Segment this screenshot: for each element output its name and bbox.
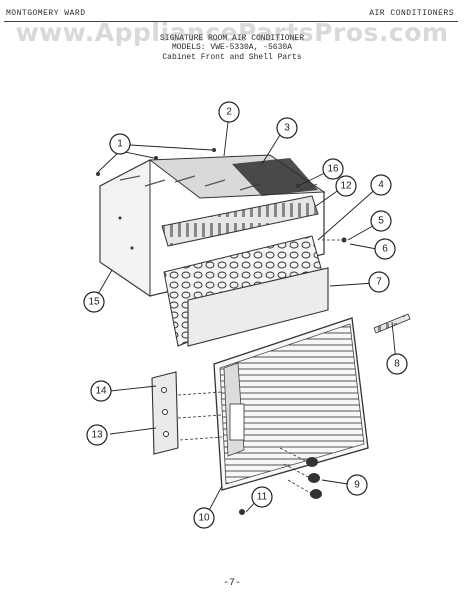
screws	[96, 148, 347, 515]
svg-text:14: 14	[95, 386, 107, 397]
svg-text:7: 7	[376, 277, 382, 288]
svg-text:10: 10	[198, 513, 210, 524]
svg-text:8: 8	[394, 359, 400, 370]
assembly-lines	[177, 183, 340, 495]
filter-board	[187, 267, 329, 347]
callout-13: 13	[86, 424, 108, 446]
svg-text:13: 13	[91, 430, 103, 441]
callout-14: 14	[90, 380, 112, 402]
callout-16: 16	[322, 158, 344, 180]
svg-text:5: 5	[378, 216, 384, 227]
callout-7: 7	[368, 271, 390, 293]
callout-3: 3	[276, 117, 298, 139]
callout-2: 2	[218, 101, 240, 123]
svg-text:1: 1	[117, 139, 123, 150]
side-bracket	[151, 371, 179, 455]
callout-9: 9	[346, 474, 368, 496]
svg-text:3: 3	[284, 123, 290, 134]
grille-strip	[161, 195, 319, 247]
callout-1: 1	[109, 133, 131, 155]
callout-15: 15	[83, 291, 105, 313]
control-knobs	[306, 457, 322, 499]
svg-text:11: 11	[257, 492, 268, 503]
svg-text:12: 12	[340, 181, 352, 192]
front-panel	[213, 317, 369, 491]
svg-text:16: 16	[327, 164, 339, 175]
svg-text:2: 2	[226, 107, 232, 118]
header-rule	[4, 21, 458, 22]
callout-6: 6	[374, 238, 396, 260]
callout-4: 4	[370, 174, 392, 196]
footer-page-number: -7-	[222, 578, 241, 589]
svg-text:9: 9	[354, 480, 360, 491]
callout-5: 5	[370, 210, 392, 232]
callout-11: 11	[251, 486, 273, 508]
callout-10: 10	[193, 507, 215, 529]
header-category: AIR CONDITIONERS	[369, 9, 454, 18]
svg-text:15: 15	[88, 297, 100, 308]
title-section: Cabinet Front and Shell Parts	[162, 53, 302, 62]
svg-text:6: 6	[382, 244, 388, 255]
title-models: MODELS: VWE-5330A, -5630A	[171, 43, 293, 52]
svg-text:4: 4	[378, 180, 384, 191]
callout-8: 8	[386, 353, 408, 375]
header-brand: MONTGOMERY WARD	[6, 9, 86, 18]
title-line-1: SIGNATURE ROOM AIR CONDITIONER	[159, 34, 305, 43]
watermark: www.AppliancePartsPros.com	[15, 18, 449, 47]
callout-12: 12	[335, 175, 357, 197]
